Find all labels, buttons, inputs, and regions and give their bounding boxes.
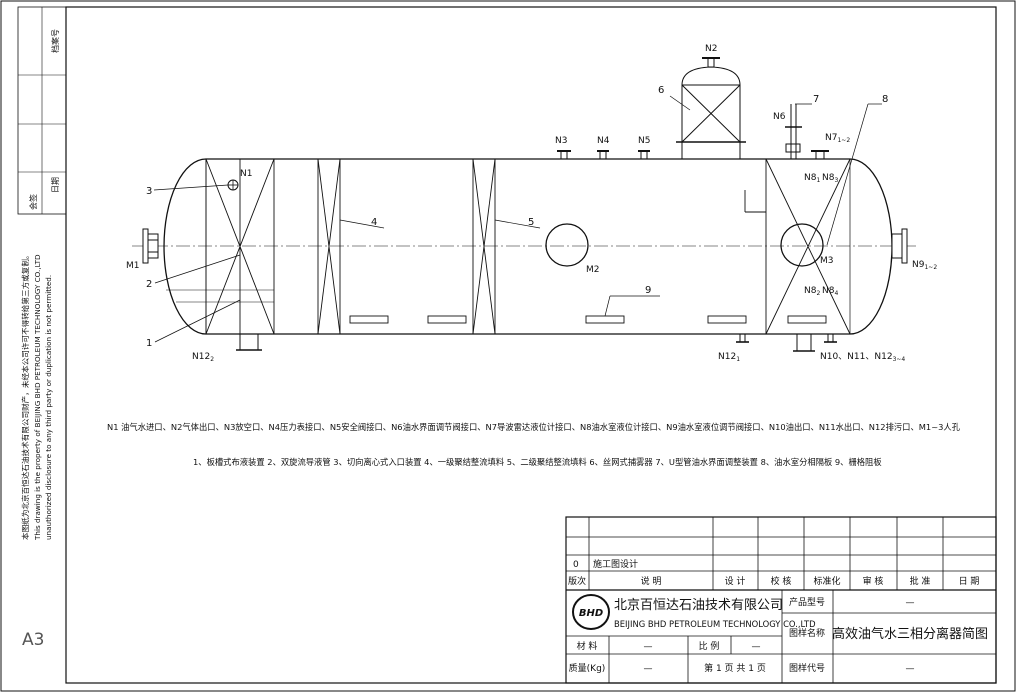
manhole-m2: [545, 223, 589, 267]
part-2: 2: [146, 279, 152, 290]
separator-vessel: [132, 158, 918, 335]
header-review: 审 核: [863, 575, 884, 587]
title-block: [565, 516, 997, 684]
leader-lines: [153, 95, 882, 343]
nozzle-legend: N1 油气水进口、N2气体出口、N3放空口、N4压力表接口、N5安全阀接口、N6…: [107, 422, 961, 432]
bottom-nozzles: [236, 333, 837, 352]
company-name-en: BEIJING BHD PETROLEUM TECHNOLOGY CO.,LTD: [614, 619, 816, 629]
label-n8-1: N81: [804, 173, 820, 184]
rev-description: 施工图设计: [593, 558, 638, 570]
label-n3: N3: [555, 136, 567, 146]
n9-nozzle: [891, 228, 908, 264]
n7-nozzle: [811, 150, 829, 160]
part-6: 6: [658, 85, 664, 96]
inlet-nozzle-m1: [142, 228, 159, 264]
header-approve: 批 准: [910, 575, 931, 587]
secondary-coalescing-packing: [472, 158, 496, 335]
label-m1: M1: [126, 261, 140, 271]
label-n2: N2: [705, 44, 717, 54]
label-n7: N71~2: [825, 133, 850, 144]
label-n1: N1: [240, 169, 252, 179]
title-block-text: 0 施工图设计 版次 说 明 设 计 校 核 标准化 审 核 批 准 日 期 B…: [568, 558, 988, 674]
header-design: 设 计: [725, 575, 746, 587]
nozzle-labels: N1 N2 N3 N4 N5 N6 N71~2 N81 N83 N82 N84 …: [126, 44, 937, 363]
scale-label: 比 例: [699, 640, 720, 652]
header-desc: 说 明: [641, 575, 662, 587]
product-model-label: 产品型号: [789, 596, 825, 608]
header-rev: 版次: [568, 575, 586, 587]
parts-legend: 1、板槽式布液装置 2、双旋流导液管 3、切向离心式入口装置 4、一级聚结整流填…: [193, 457, 882, 467]
page-info: 第 1 页 共 1 页: [704, 662, 766, 674]
manhole-m3: [780, 223, 824, 267]
drawing-name-value: 高效油气水三相分离器简图: [832, 626, 988, 642]
drawing-no-label: 图样代号: [789, 662, 825, 674]
header-standard: 标准化: [813, 575, 840, 587]
label-n10-n11-n12: N10、N11、N123~4: [820, 352, 905, 363]
company-name-cn: 北京百恒达石油技术有限公司: [614, 598, 783, 613]
copyright-en2: unauthorized disclosure to any third par…: [44, 275, 53, 540]
rev-number: 0: [573, 560, 579, 570]
part-1: 1: [146, 338, 152, 349]
material-value: —: [644, 642, 653, 652]
sheet-size: A3: [22, 630, 44, 650]
mist-eliminator-dome: [676, 57, 746, 160]
part-labels: 1 2 3 4 5 6 7 8 9: [146, 85, 888, 349]
primary-coalescing-packing: [317, 158, 341, 335]
top-nozzles: [557, 150, 650, 160]
svg-text:BHD: BHD: [579, 608, 603, 619]
label-n9: N91~2: [912, 260, 937, 271]
label-n12-1: N121: [718, 352, 740, 363]
copyright-note: 本图纸为北京百恒达石油技术有限公司财产，未经本公司许可不得转给第三方或复制。 T…: [20, 251, 53, 541]
label-n8-3: N83: [822, 173, 838, 184]
label-n5: N5: [638, 136, 650, 146]
part-3: 3: [146, 186, 152, 197]
company-logo: BHD: [572, 594, 610, 630]
date-label: 日期: [51, 177, 60, 193]
part-5: 5: [528, 217, 534, 228]
weight-value: —: [644, 664, 653, 674]
part-7: 7: [813, 94, 819, 105]
label-n8-2: N82: [804, 286, 820, 297]
part-4: 4: [371, 217, 377, 228]
scale-value: —: [752, 642, 761, 652]
copyright-en1: This drawing is the property of BEIJING …: [33, 254, 42, 541]
u-tube-interface-device: [785, 104, 802, 159]
oil-water-chamber: [744, 158, 851, 335]
label-n4: N4: [597, 136, 610, 146]
label-n8-4: N84: [822, 286, 838, 297]
grid-baffles: [349, 315, 827, 324]
product-model-value: —: [906, 598, 915, 608]
drawing-no-value: —: [906, 664, 915, 674]
drawing-name-label: 图样名称: [789, 627, 825, 639]
label-m3: M3: [820, 256, 834, 266]
copyright-cn: 本图纸为北京百恒达石油技术有限公司财产，未经本公司许可不得转给第三方或复制。: [20, 251, 30, 540]
label-n12-2: N122: [192, 352, 214, 363]
header-date: 日 期: [959, 576, 980, 587]
archive-label: 档案号: [50, 29, 60, 53]
sign-label: 会签: [28, 194, 38, 210]
part-9: 9: [645, 285, 651, 296]
weight-label: 质量(Kg): [569, 662, 606, 674]
label-m2: M2: [586, 265, 600, 275]
material-label: 材 料: [577, 640, 598, 652]
header-check: 校 核: [771, 575, 792, 587]
inner-frame: [65, 6, 997, 684]
side-block: 档案号 会签 日期: [17, 6, 67, 215]
part-8: 8: [882, 94, 888, 105]
label-n6: N6: [773, 112, 786, 122]
